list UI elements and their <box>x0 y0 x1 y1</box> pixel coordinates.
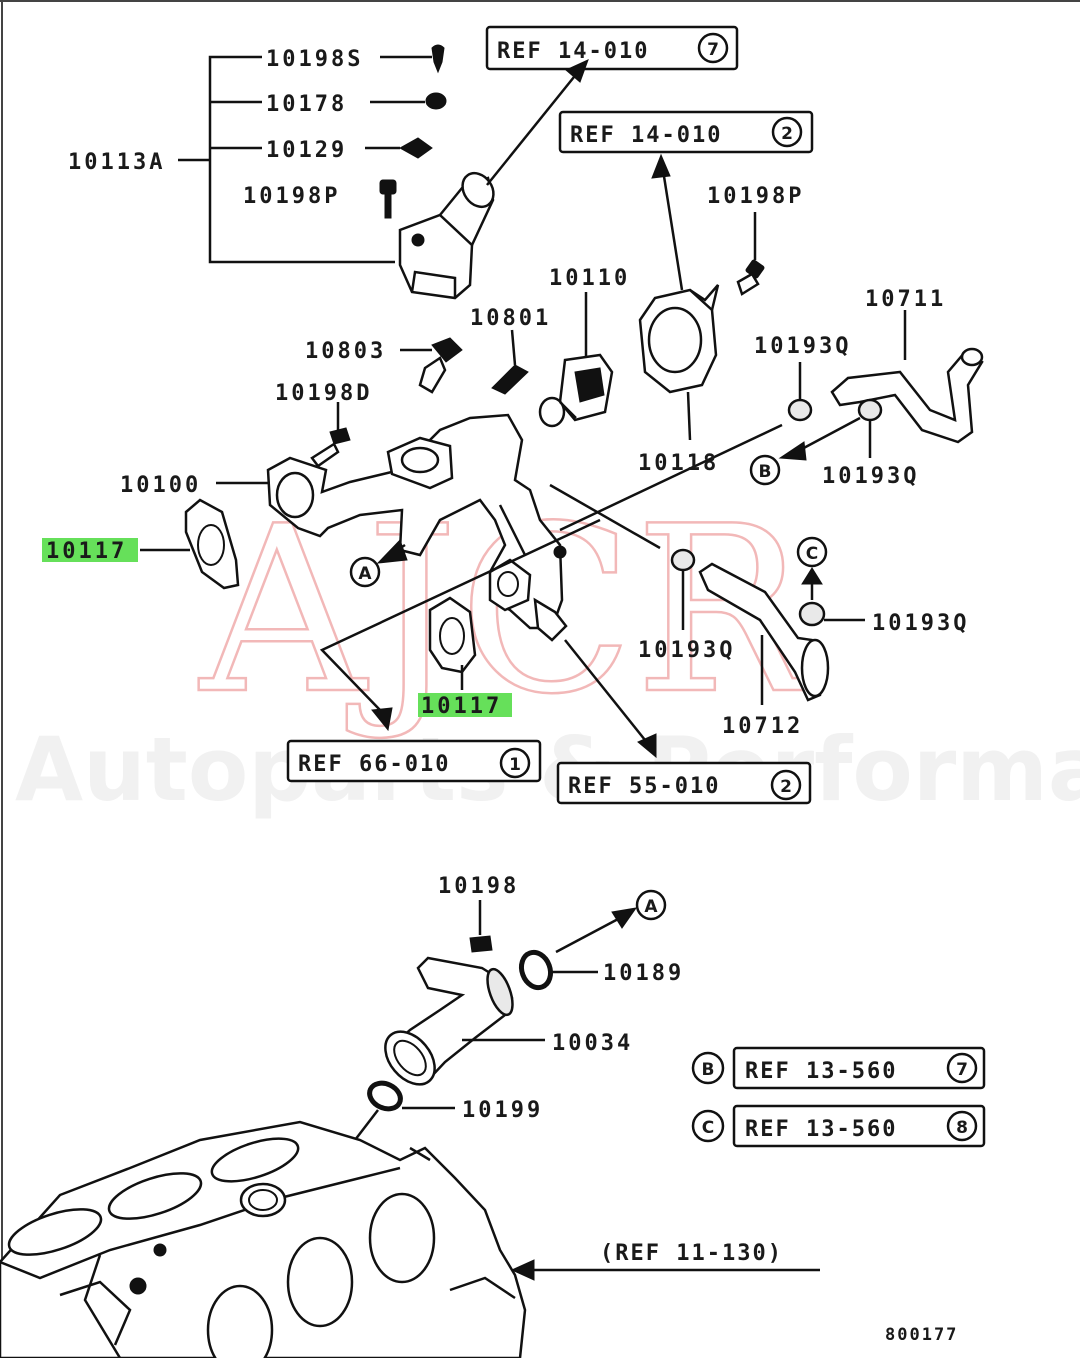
label-10129: 10129 <box>266 138 347 163</box>
highlighted-part-10117-center[interactable]: 10117 <box>418 693 512 719</box>
label-10198p-right: 10198P <box>707 184 804 209</box>
ref-box-14-010-2[interactable]: REF 14-010 2 <box>558 110 814 154</box>
arrow-to-ref-14-010-7 <box>486 59 589 186</box>
ref-num-55-010-2: 2 <box>780 777 792 797</box>
label-10198p-left: 10198P <box>243 184 340 209</box>
arrow-to-ref-14-010-2 <box>651 153 684 291</box>
marker-c-letter: C <box>806 544 818 564</box>
label-10100: 10100 <box>120 473 201 498</box>
bolt-10198s <box>380 44 445 74</box>
marker-b-upper-letter: B <box>759 462 772 482</box>
label-10118: 10118 <box>638 451 719 476</box>
assembly-bracket-10113a <box>178 55 395 264</box>
label-10117-left: 10117 <box>46 539 127 564</box>
ref-text-55-010-2: REF 55-010 <box>568 774 720 799</box>
ref-text-13-560-8: REF 13-560 <box>745 1117 897 1142</box>
marker-a-upper-letter: A <box>358 564 372 584</box>
label-10199: 10199 <box>462 1098 543 1123</box>
arrow-to-ref-11-130 <box>510 1259 820 1281</box>
thermostat-cover-10118 <box>638 284 720 441</box>
ref-num-66-010-1: 1 <box>509 755 521 775</box>
watermark-tagline: Autoparts & Performance <box>15 718 1080 821</box>
ref-text-14-010-2: REF 14-010 <box>570 123 722 148</box>
bolt-10198d <box>310 402 351 468</box>
label-10193q-mid: 10193Q <box>822 464 919 489</box>
o-ring-10193q-right <box>798 601 865 627</box>
gasket-10117-center <box>428 596 477 674</box>
ref-text-66-010-1: REF 66-010 <box>298 752 450 777</box>
label-10198s: 10198S <box>266 47 363 72</box>
gasket-10117-left <box>184 498 240 590</box>
ref-text-11-130: (REF 11-130) <box>600 1241 783 1266</box>
label-10178: 10178 <box>266 92 347 117</box>
guide-line-to-o-ring <box>549 483 661 550</box>
ref-text-13-560-7: REF 13-560 <box>745 1059 897 1084</box>
engine-block <box>0 1120 527 1358</box>
ref-box-66-010-1[interactable]: REF 66-010 1 <box>286 739 542 783</box>
document-code: 800177 <box>885 1325 958 1345</box>
ref-num-14-010-2: 2 <box>781 124 793 144</box>
marker-b-lower-letter: B <box>702 1060 715 1080</box>
ref-box-55-010-2[interactable]: REF 55-010 2 <box>556 761 812 805</box>
thermostat-10110 <box>538 292 614 428</box>
label-10193q-top: 10193Q <box>754 334 851 359</box>
label-10113a: 10113A <box>68 150 165 175</box>
o-ring-10193q-top <box>787 362 813 422</box>
ref-num-13-560-8: 8 <box>956 1118 968 1138</box>
marker-a-lower: A <box>555 889 667 954</box>
o-ring-10193q-mid <box>857 398 883 458</box>
label-10712: 10712 <box>722 714 803 739</box>
o-ring-10199 <box>354 1080 455 1141</box>
marker-c-lower-letter: C <box>702 1118 714 1138</box>
label-10193q-lower: 10193Q <box>638 638 735 663</box>
marker-c: C <box>796 536 828 600</box>
sensor-10801 <box>491 329 529 395</box>
o-ring-10193q-lower <box>670 548 696 630</box>
label-10198: 10198 <box>438 874 519 899</box>
marker-a-upper: A <box>349 539 408 588</box>
ref-box-13-560-7[interactable]: B REF 13-560 7 <box>691 1046 986 1090</box>
label-10711: 10711 <box>865 287 946 312</box>
label-10189: 10189 <box>603 961 684 986</box>
label-10193q-right: 10193Q <box>872 611 969 636</box>
water-pipe-10100 <box>266 413 568 642</box>
label-10110: 10110 <box>549 266 630 291</box>
ref-num-13-560-7: 7 <box>956 1060 968 1080</box>
label-10198d: 10198D <box>275 381 372 406</box>
hose-10712 <box>698 562 830 705</box>
label-10803: 10803 <box>305 339 386 364</box>
marker-b-upper: B <box>749 416 861 486</box>
leader-lines-top <box>140 481 464 690</box>
label-10117-center: 10117 <box>421 694 502 719</box>
label-10034: 10034 <box>552 1031 633 1056</box>
hose-10711 <box>830 310 984 444</box>
arrow-to-ref-55-010-2 <box>564 639 657 759</box>
washer-10178 <box>370 92 447 110</box>
sensor-10803 <box>400 337 463 394</box>
ref-box-13-560-8[interactable]: C REF 13-560 8 <box>691 1104 986 1148</box>
ref-num-14-010-7: 7 <box>707 40 719 60</box>
gasket-10129 <box>365 137 433 159</box>
water-outlet-housing <box>398 171 495 300</box>
arrow-to-ref-66-010-1 <box>319 518 601 732</box>
o-ring-10189 <box>518 949 598 991</box>
bolt-10198p-left <box>379 179 397 219</box>
bolt-10198 <box>469 900 493 953</box>
water-pipe-10034 <box>384 956 545 1086</box>
label-10801: 10801 <box>470 306 551 331</box>
ref-text-14-010-7: REF 14-010 <box>497 39 649 64</box>
bolt-10198p-right <box>736 212 765 296</box>
ref-box-14-010-7[interactable]: REF 14-010 7 <box>485 25 739 71</box>
highlighted-part-10117-left[interactable]: 10117 <box>42 538 138 564</box>
marker-a-lower-letter: A <box>644 897 658 917</box>
